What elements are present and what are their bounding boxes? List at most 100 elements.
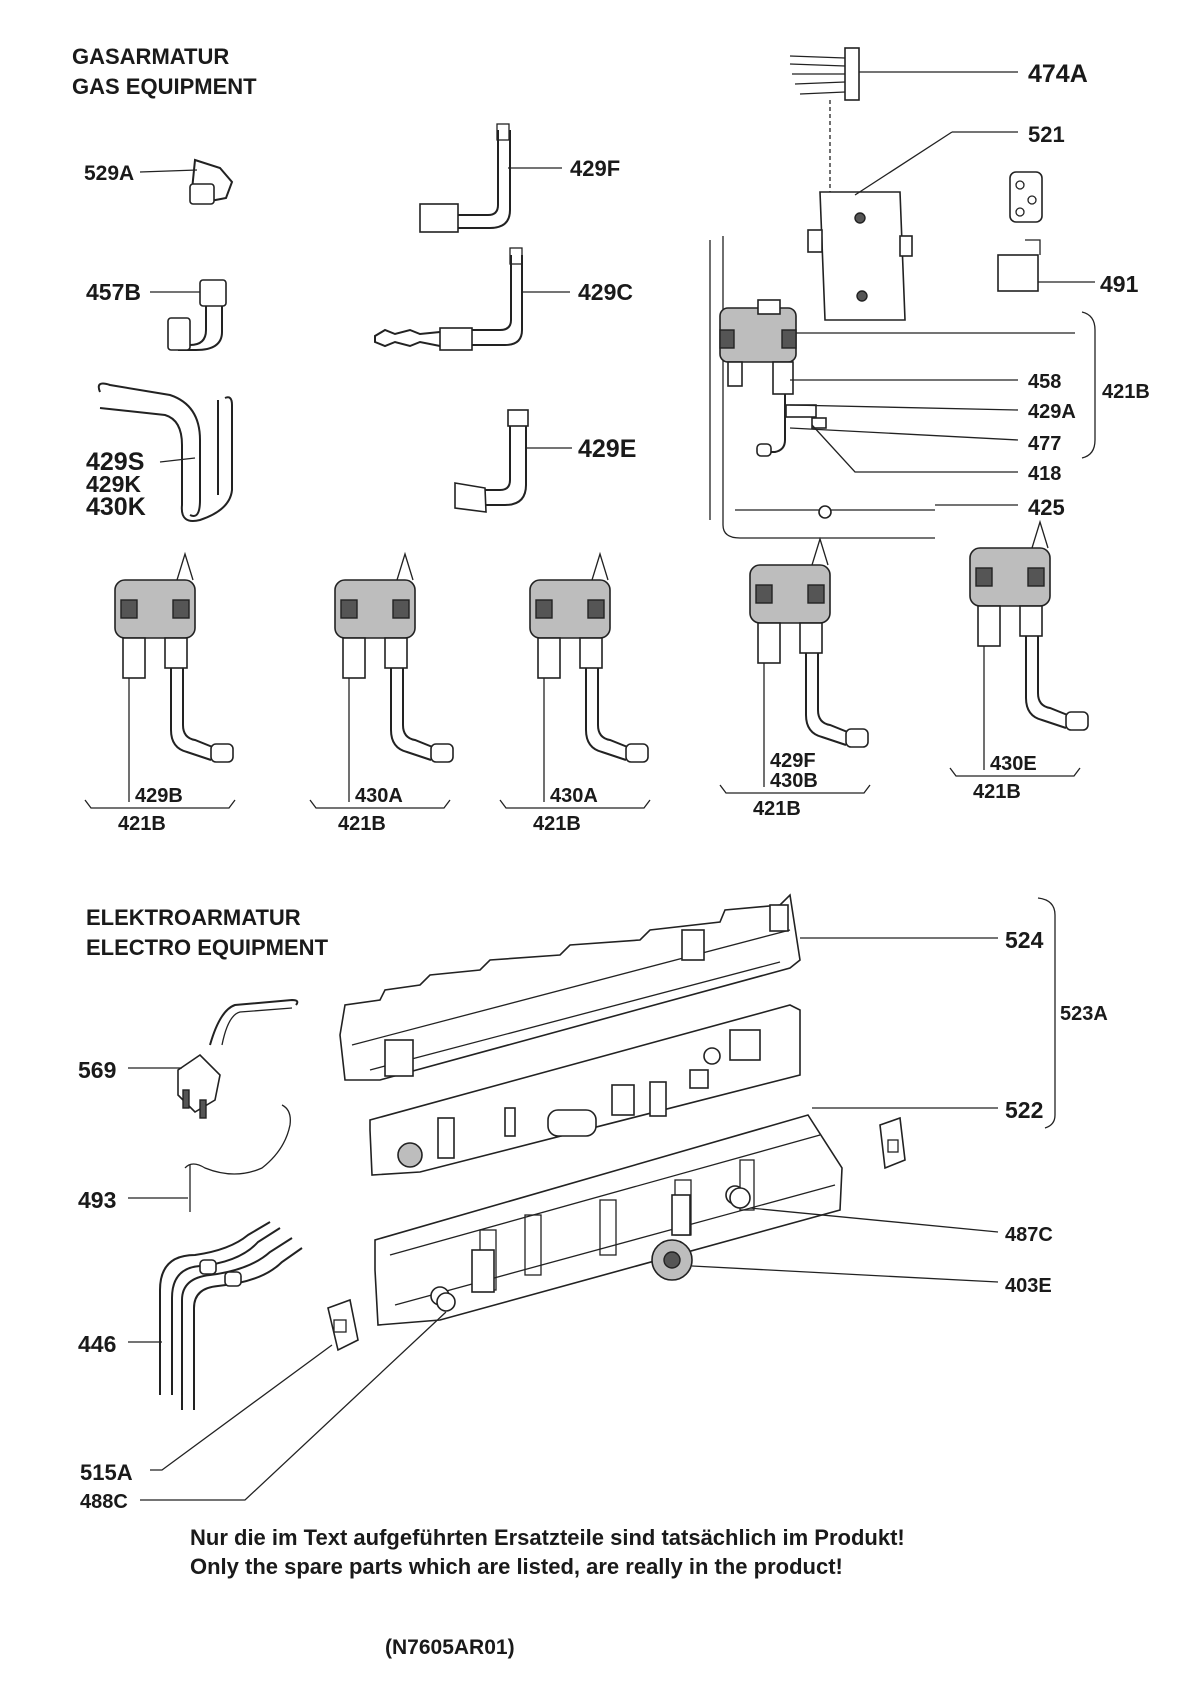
- part-429S-hose: [97, 382, 233, 522]
- label-487C: 487C: [1005, 1224, 1053, 1246]
- valve-pipe-inner: [817, 653, 851, 734]
- label-421B: 421B: [1102, 381, 1150, 403]
- valve-stem-left: [757, 622, 781, 664]
- label-429F: 429F: [570, 156, 620, 181]
- label-523A: 523A: [1060, 1003, 1108, 1025]
- part-429E-pipe: [454, 409, 572, 513]
- part-429C-pipe: [374, 247, 570, 351]
- valve-variant-1: 429B 421B: [84, 551, 236, 835]
- label-403E: 403E: [1005, 1275, 1052, 1297]
- label-429A: 429A: [1028, 401, 1076, 423]
- variant-group-label: 421B: [533, 813, 581, 835]
- part-429F-pipe: [419, 123, 562, 233]
- label-474A: 474A: [1028, 60, 1088, 88]
- variant-part-label: 430A: [550, 785, 598, 807]
- label-491: 491: [1100, 271, 1139, 297]
- valve-pipe: [170, 668, 212, 761]
- footer-note-en: Only the spare parts which are listed, a…: [190, 1554, 843, 1579]
- variant-group-label: 421B: [973, 781, 1021, 803]
- label-425: 425: [1028, 495, 1065, 520]
- leader-429A: [789, 404, 1019, 411]
- part-421B-valve-assembly: [709, 236, 935, 539]
- valve-stem-right: [1019, 605, 1043, 637]
- valve-stem-right: [384, 637, 408, 669]
- valve-lug: [811, 536, 829, 566]
- label-493: 493: [78, 1187, 116, 1213]
- valve-pipe: [585, 668, 627, 761]
- valve-stem-left: [122, 637, 146, 679]
- valve-pipe: [390, 668, 432, 761]
- part-524-cover: [339, 893, 998, 1081]
- valve-variant-3: 430A 421B: [499, 551, 651, 835]
- label-446: 446: [78, 1331, 116, 1357]
- variant-part-label: 429B: [135, 785, 183, 807]
- valve-lug: [176, 551, 194, 581]
- valve-fitting: [430, 743, 454, 763]
- electro-title-en: ELECTRO EQUIPMENT: [86, 935, 329, 960]
- variant-group-label: 421B: [753, 798, 801, 820]
- part-474A-connector: [789, 47, 1018, 192]
- label-458: 458: [1028, 371, 1061, 393]
- variant-bracket: [499, 799, 651, 809]
- valve-body: [749, 564, 831, 624]
- variant-group-label: 421B: [118, 813, 166, 835]
- valve-lug: [396, 551, 414, 581]
- label-429K: 429K: [86, 471, 141, 497]
- valve-pipe-inner: [597, 668, 631, 749]
- label-457B: 457B: [86, 279, 141, 305]
- label-429C: 429C: [578, 279, 633, 305]
- valve-coil-left: [975, 567, 993, 587]
- valve-coil-left: [340, 599, 358, 619]
- part-515A-clip: [150, 1298, 359, 1471]
- variant-bracket: [309, 799, 451, 809]
- drawing-id: (N7605AR01): [385, 1636, 515, 1659]
- gas-title-en: GAS EQUIPMENT: [72, 74, 257, 99]
- valve-fitting: [845, 728, 869, 748]
- electro-title-de: ELEKTROARMATUR: [86, 905, 301, 930]
- part-491-relay: [997, 171, 1095, 292]
- valve-coil-right: [587, 599, 605, 619]
- valve-coil-right: [172, 599, 190, 619]
- part-488C-button: [140, 1292, 456, 1501]
- label-515A: 515A: [80, 1460, 133, 1485]
- valve-fitting: [625, 743, 649, 763]
- label-522: 522: [1005, 1097, 1043, 1123]
- label-477: 477: [1028, 433, 1061, 455]
- part-403E-wheel: [651, 1239, 999, 1283]
- valve-stem-right: [799, 622, 823, 654]
- valve-pipe: [805, 653, 847, 746]
- valve-stem-left: [537, 637, 561, 679]
- valve-coil-right: [392, 599, 410, 619]
- label-429E: 429E: [578, 435, 636, 463]
- footer-note-de: Nur die im Text aufgeführten Ersatzteile…: [190, 1525, 905, 1550]
- variant-part-label: 430E: [990, 753, 1037, 775]
- part-522-housing: [374, 1107, 998, 1326]
- valve-coil-left: [120, 599, 138, 619]
- part-446-cables: [128, 1221, 303, 1410]
- label-529A: 529A: [84, 162, 134, 185]
- valve-fitting: [210, 743, 234, 763]
- valve-coil-right: [1027, 567, 1045, 587]
- valve-variants: 429B421B430A421B430A421B429F430B421B430E…: [84, 519, 1089, 835]
- valve-coil-left: [755, 584, 773, 604]
- valve-pipe-inner: [182, 668, 216, 749]
- part-487C-knob: [729, 1187, 999, 1233]
- variant-group-label: 421B: [338, 813, 386, 835]
- bracket-523A: [1037, 897, 1056, 1129]
- part-pcb-board: [369, 1004, 801, 1176]
- label-521: 521: [1028, 122, 1065, 147]
- valve-body: [529, 579, 611, 639]
- variant-part-label: 429F: [770, 750, 816, 772]
- label-430K: 430K: [86, 493, 146, 521]
- part-521-box: [807, 131, 1018, 321]
- variant-bracket: [719, 784, 871, 794]
- valve-coil-right: [807, 584, 825, 604]
- valve-variant-5: 430E 421B: [949, 519, 1089, 803]
- part-457B-elbow: [150, 279, 227, 351]
- label-569: 569: [78, 1057, 116, 1083]
- valve-body: [969, 547, 1051, 607]
- variant-bracket: [949, 767, 1081, 777]
- valve-body: [114, 579, 196, 639]
